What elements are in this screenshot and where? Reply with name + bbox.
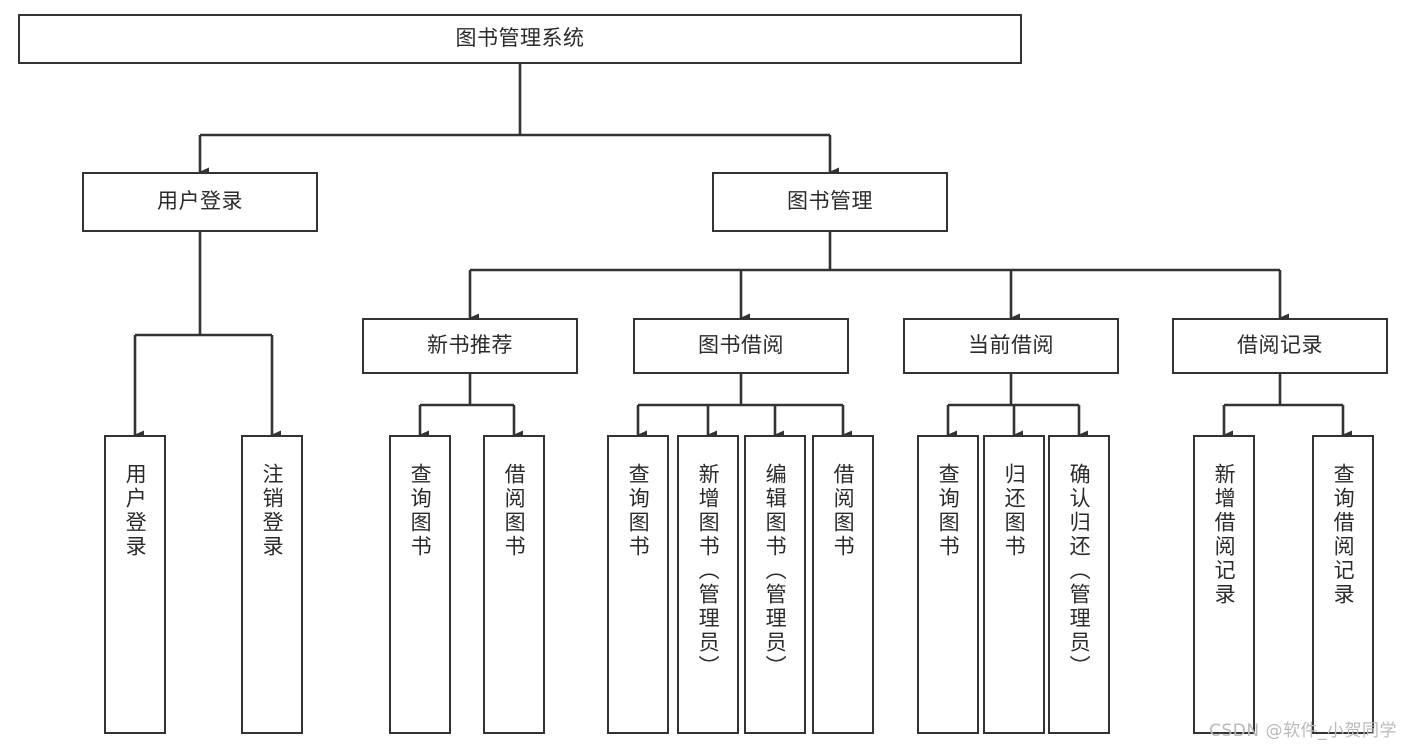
node-borrow-record[interactable]: 借阅记录 [1172,318,1388,374]
node-book-management[interactable]: 图书管理 [712,172,948,232]
node-leaf-borrow-book-rec-label: 借阅图书 [502,463,527,559]
node-user-login-label: 用户登录 [157,189,243,214]
node-leaf-user-login-label: 用户登录 [123,463,148,559]
node-current-borrow[interactable]: 当前借阅 [903,318,1119,374]
node-book-management-label: 图书管理 [787,189,873,214]
node-root[interactable]: 图书管理系统 [18,14,1022,64]
node-book-borrow-label: 图书借阅 [698,333,784,358]
node-leaf-add-borrow-record[interactable]: 新增借阅记录 [1193,435,1255,734]
node-leaf-query-borrow-record[interactable]: 查询借阅记录 [1312,435,1374,734]
node-new-book-recommend-label: 新书推荐 [427,333,513,358]
node-current-borrow-label: 当前借阅 [968,333,1054,358]
node-borrow-record-label: 借阅记录 [1237,333,1323,358]
node-leaf-return-book-label: 归还图书 [1002,463,1027,559]
node-leaf-user-logout-label: 注销登录 [260,463,285,559]
node-leaf-query-book-rec[interactable]: 查询图书 [389,435,451,734]
node-leaf-query-book-borrow[interactable]: 查询图书 [607,435,669,734]
node-root-label: 图书管理系统 [455,26,585,51]
node-leaf-user-login[interactable]: 用户登录 [104,435,166,734]
node-leaf-query-book-current[interactable]: 查询图书 [917,435,979,734]
node-leaf-query-book-current-label: 查询图书 [936,463,961,559]
node-leaf-confirm-return-admin-label: 确认归还（管理员） [1067,463,1092,679]
node-leaf-query-book-borrow-label: 查询图书 [626,463,651,559]
node-book-borrow[interactable]: 图书借阅 [633,318,849,374]
node-leaf-query-borrow-record-label: 查询借阅记录 [1331,463,1356,607]
node-leaf-confirm-return-admin[interactable]: 确认归还（管理员） [1048,435,1110,734]
node-user-login[interactable]: 用户登录 [82,172,318,232]
node-leaf-borrow-book-borrow-label: 借阅图书 [831,463,856,559]
node-leaf-add-book-admin[interactable]: 新增图书（管理员） [677,435,739,734]
node-leaf-borrow-book-borrow[interactable]: 借阅图书 [812,435,874,734]
node-leaf-add-borrow-record-label: 新增借阅记录 [1212,463,1237,607]
node-new-book-recommend[interactable]: 新书推荐 [362,318,578,374]
node-leaf-user-logout[interactable]: 注销登录 [241,435,303,734]
node-leaf-edit-book-admin-label: 编辑图书（管理员） [763,463,788,679]
node-leaf-add-book-admin-label: 新增图书（管理员） [696,463,721,679]
node-leaf-borrow-book-rec[interactable]: 借阅图书 [483,435,545,734]
node-leaf-query-book-rec-label: 查询图书 [408,463,433,559]
node-leaf-return-book[interactable]: 归还图书 [983,435,1045,734]
node-leaf-edit-book-admin[interactable]: 编辑图书（管理员） [744,435,806,734]
edges-group [133,64,1352,440]
